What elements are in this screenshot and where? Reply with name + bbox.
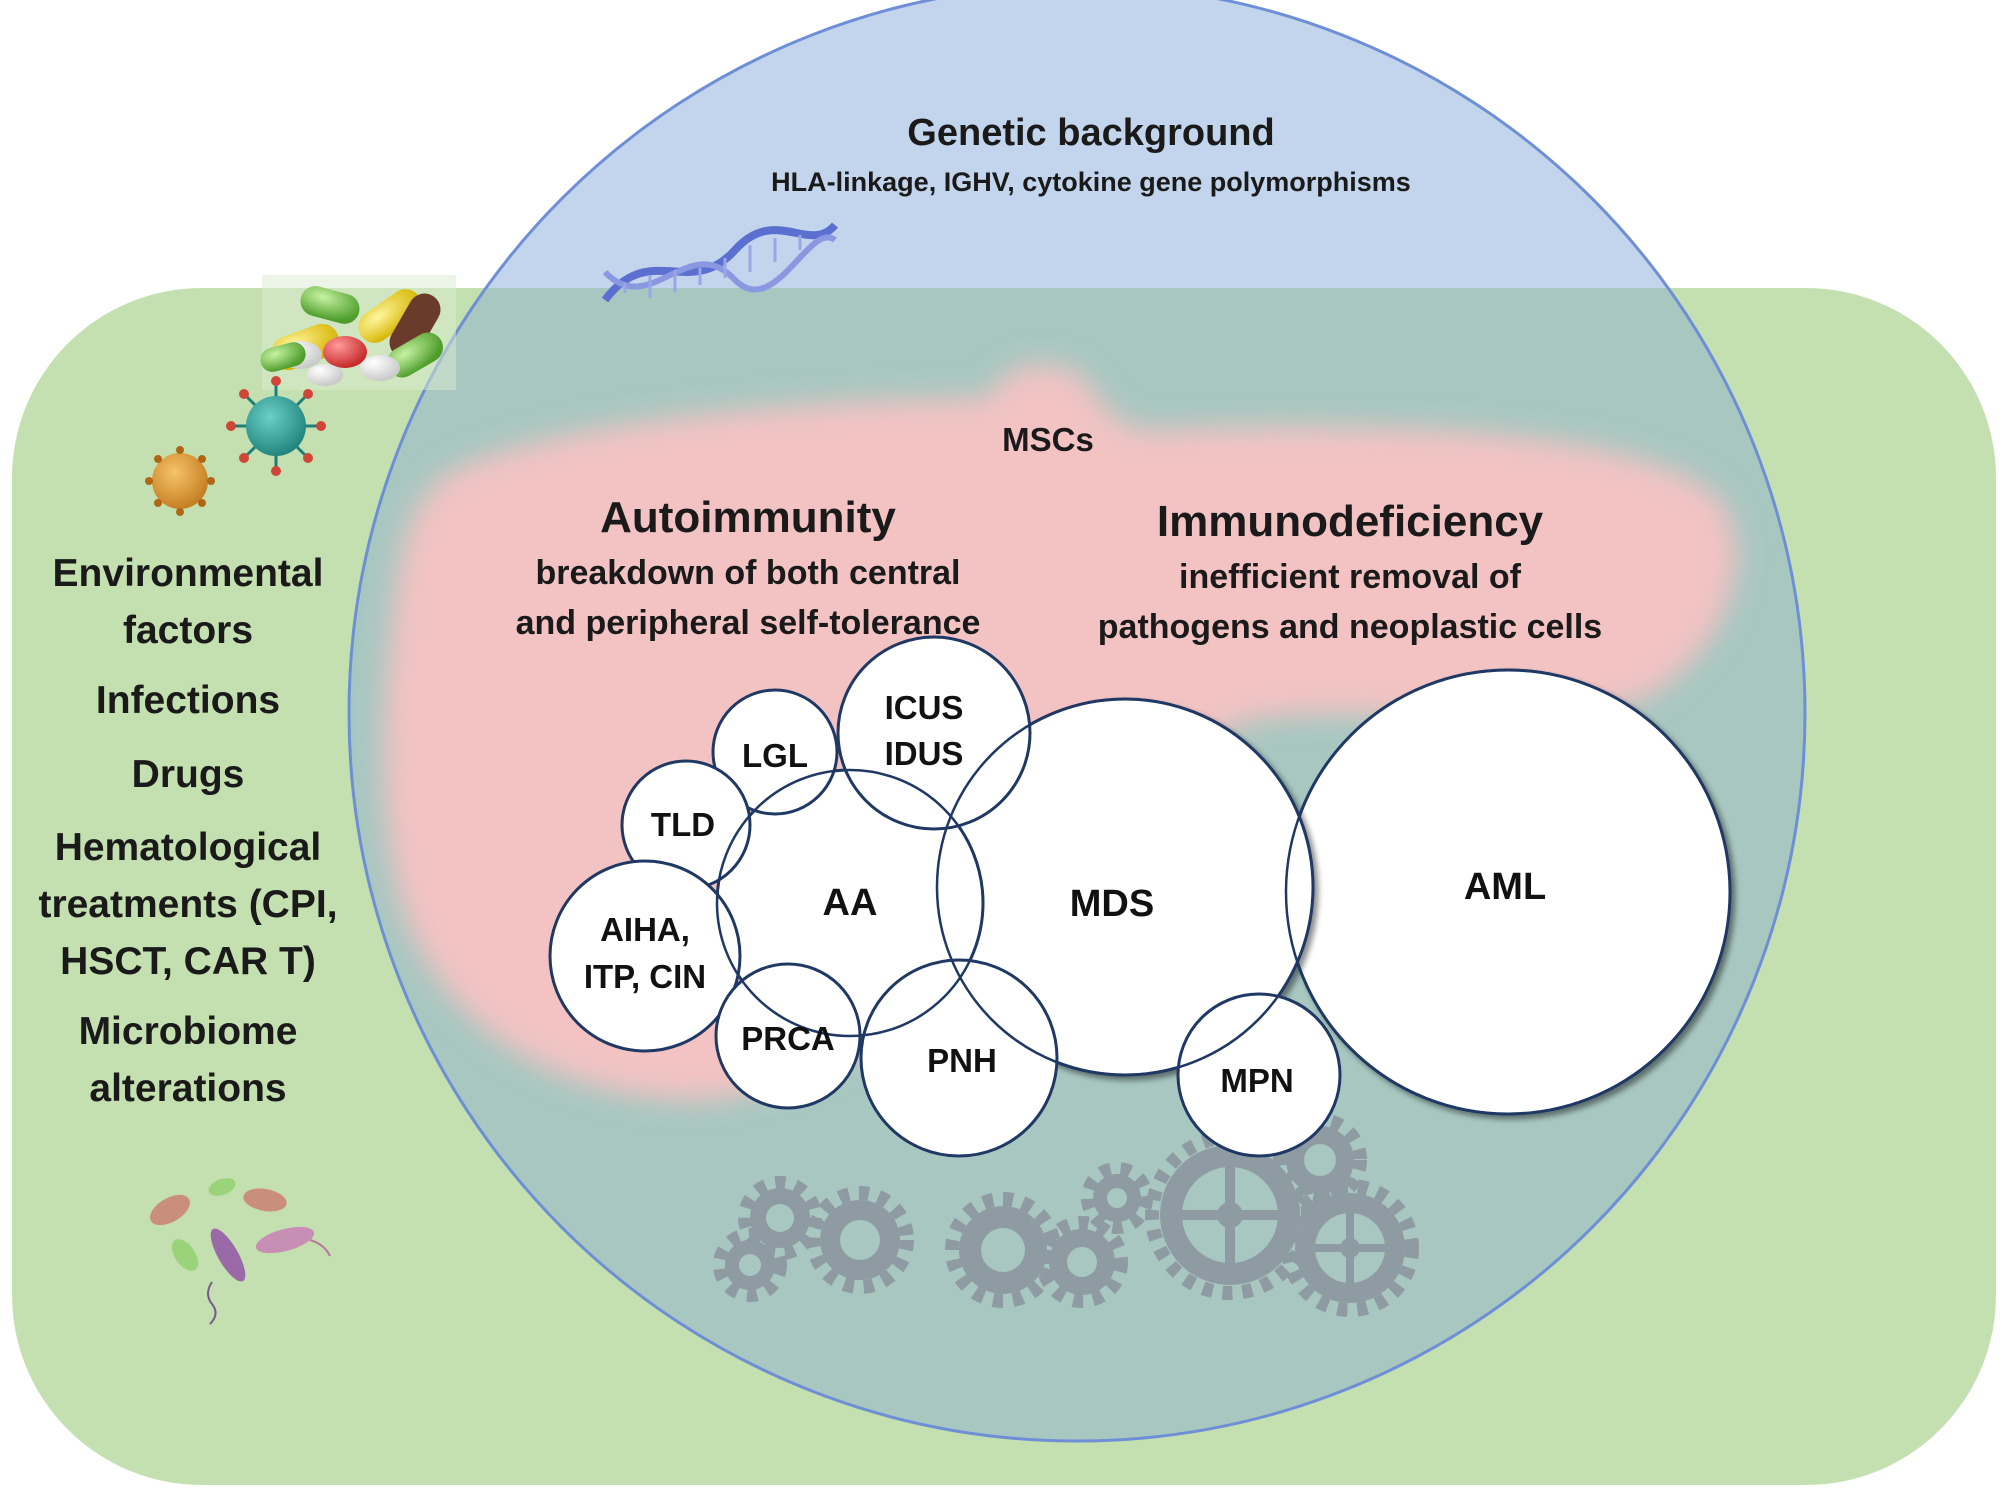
mds-label: MDS — [1070, 883, 1154, 925]
env-line-alterations: alterations — [89, 1067, 286, 1110]
env-line-drugs: Drugs — [132, 753, 245, 796]
mpn-node — [1176, 992, 1342, 1158]
env-line-hsct-cart: HSCT, CAR T) — [60, 940, 316, 983]
itp-cin-label: ITP, CIN — [584, 958, 706, 995]
prca-label: PRCA — [741, 1020, 835, 1057]
environment-factors: Environmental factors Infections Drugs H… — [38, 552, 337, 1110]
env-line-factors: factors — [123, 609, 253, 652]
autoimmunity-line-1: breakdown of both central — [535, 554, 960, 592]
virus-icon — [226, 376, 326, 476]
pnh-label: PNH — [927, 1042, 997, 1079]
aiha-label: AIHA, — [600, 911, 690, 948]
genetic-subtitle: HLA-linkage, IGHV, cytokine gene polymor… — [771, 167, 1411, 197]
icus-label: ICUS — [885, 689, 964, 726]
env-line-hematological: Hematological — [55, 826, 322, 869]
immunodeficiency-title: Immunodeficiency — [1157, 497, 1544, 546]
icus-idus-node — [836, 635, 1032, 831]
genetic-circle-outline — [347, 0, 1807, 1443]
lgl-label: LGL — [742, 737, 808, 774]
genetic-title: Genetic background — [907, 112, 1274, 154]
immunodeficiency-line-1: inefficient removal of — [1179, 558, 1522, 596]
env-line-infections: Infections — [96, 679, 280, 722]
tld-label: TLD — [651, 806, 715, 843]
env-line-microbiome: Microbiome — [79, 1010, 298, 1053]
autoimmunity-line-2: and peripheral self-tolerance — [516, 604, 981, 642]
disease-nodes — [548, 635, 1732, 1158]
aml-label: AML — [1464, 866, 1546, 908]
virus-orange-icon — [145, 446, 215, 516]
lgl-node — [711, 688, 839, 816]
aa-label: AA — [823, 882, 878, 924]
bacteria-icon — [150, 1178, 331, 1325]
env-line-treatments: treatments (CPI, — [38, 883, 337, 926]
env-line-environmental: Environmental — [53, 552, 324, 595]
aiha-itp-cin-node — [548, 859, 742, 1053]
mpn-label: MPN — [1220, 1062, 1293, 1099]
dna-helix-icon — [601, 222, 839, 303]
idus-label: IDUS — [885, 735, 964, 772]
pnh-node — [859, 958, 1059, 1158]
immunodeficiency-line-2: pathogens and neoplastic cells — [1098, 608, 1602, 646]
autoimmunity-title: Autoimmunity — [600, 493, 896, 542]
pills-icon — [260, 275, 456, 390]
gears-icon — [713, 1113, 1419, 1317]
mscs-label: MSCs — [1002, 421, 1094, 458]
